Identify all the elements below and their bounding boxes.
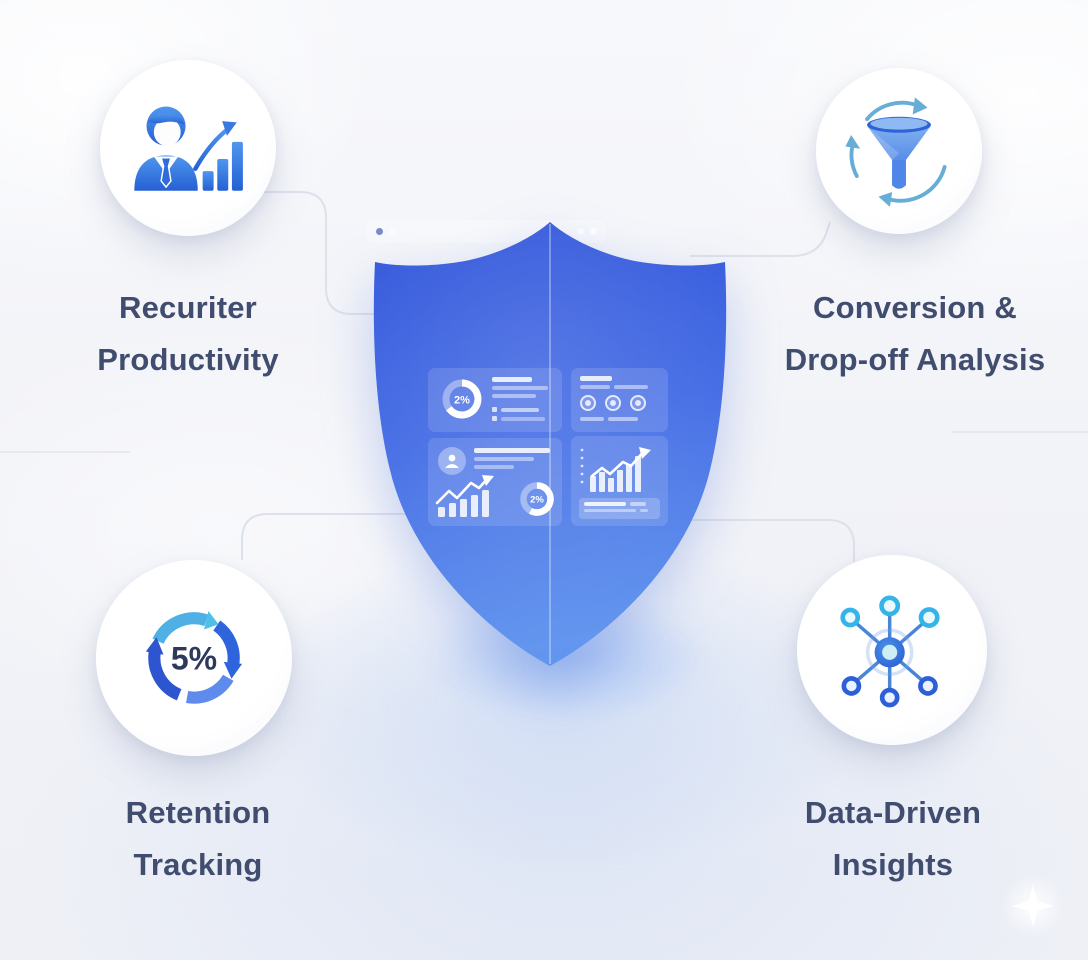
label-line: Data-Driven — [804, 795, 982, 830]
label-data-driven-insights: Data-Driven Insights — [713, 787, 1073, 891]
label-line: Conversion & — [813, 290, 1017, 325]
titlebar-dot — [577, 228, 584, 235]
kpi-circle-icons — [580, 395, 659, 411]
donut-chart-icon: 2% — [442, 379, 482, 419]
donut-value: 2% — [530, 495, 544, 506]
dashboard-card-donut-stats: 2% — [428, 368, 562, 432]
dashboard-card-user-trend: 2% — [428, 438, 562, 526]
shield-icon — [373, 222, 727, 666]
donut-value: 2% — [454, 395, 470, 407]
placeholder-text-lines — [579, 498, 660, 519]
trend-arrow-icon — [435, 475, 494, 505]
label-line: Insights — [832, 847, 954, 882]
network-hub-icon — [840, 595, 940, 708]
feature-circle-recruiter-productivity — [100, 60, 276, 236]
bar-chart-icon — [438, 490, 489, 517]
label-retention-tracking: Retention Tracking — [18, 787, 378, 891]
placeholder-text-lines — [492, 377, 548, 421]
funnel-cycle-arrows-icon — [845, 97, 947, 207]
shield-dashboard-illustration: 2% — [366, 220, 734, 668]
feature-circle-conversion-dropoff — [816, 68, 982, 234]
feature-circle-retention-tracking: 5% — [96, 560, 292, 756]
titlebar-dot — [590, 228, 597, 235]
avatar-icon — [438, 447, 466, 475]
person-growth-chart-icon — [134, 106, 243, 191]
placeholder-text-lines — [474, 448, 550, 469]
cycle-arrows-percent-icon: 5% — [145, 611, 243, 704]
label-line: Drop-off Analysis — [784, 342, 1046, 377]
feature-circle-data-driven-insights — [797, 555, 987, 745]
label-line: Recuriter — [119, 290, 257, 325]
label-recruiter-productivity: Recuriter Productivity — [8, 282, 368, 386]
label-line: Retention — [125, 795, 271, 830]
retention-percent-value: 5% — [171, 641, 217, 677]
label-line: Tracking — [133, 847, 263, 882]
label-line: Productivity — [97, 342, 279, 377]
growth-bar-chart-icon — [580, 447, 651, 492]
dashboard-card-kpi-circles — [571, 368, 668, 432]
donut-chart-icon: 2% — [520, 482, 554, 516]
titlebar-dot — [376, 228, 383, 235]
titlebar-dot — [389, 228, 396, 235]
dashboard-card-growth-chart — [571, 436, 668, 526]
label-conversion-dropoff: Conversion & Drop-off Analysis — [735, 282, 1088, 386]
